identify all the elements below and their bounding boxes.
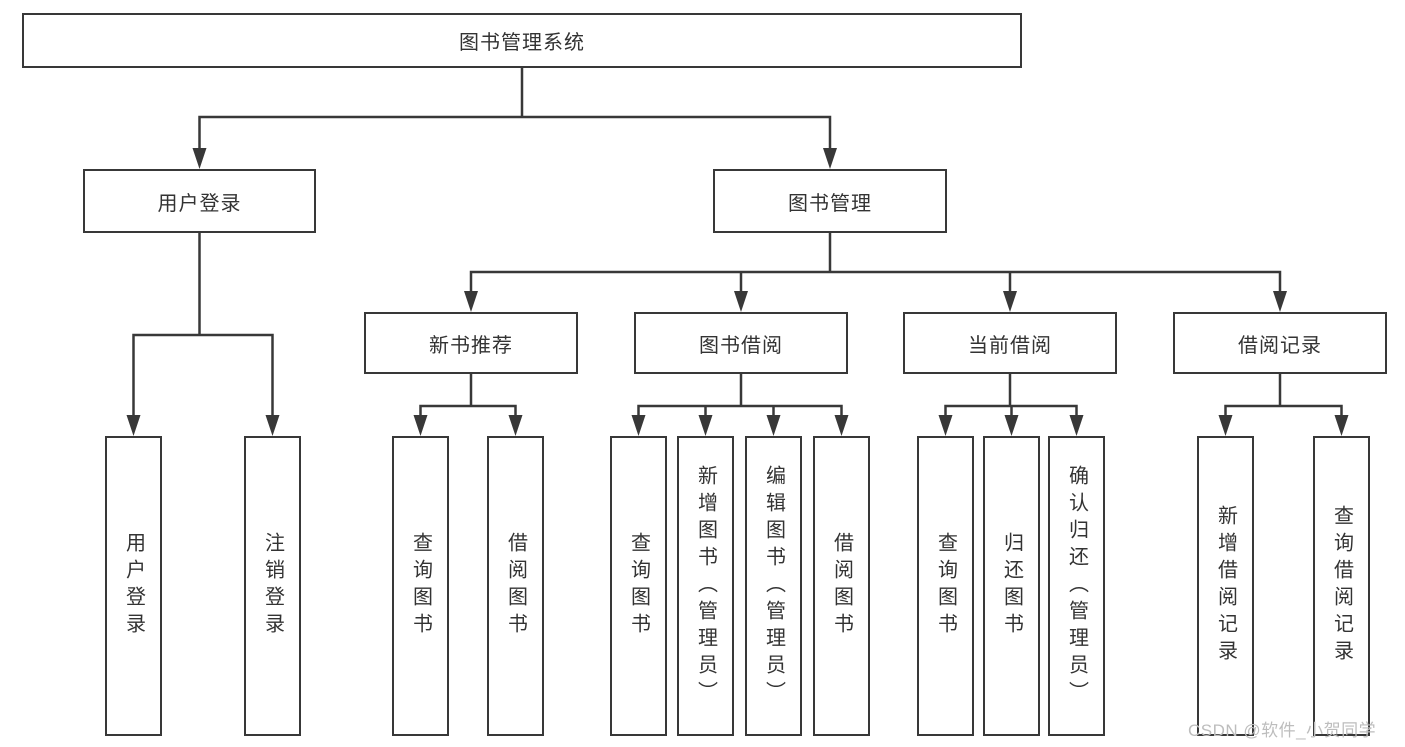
leaf-logout: 注销登录 <box>244 436 301 736</box>
node-borrow-records: 借阅记录 <box>1173 312 1387 374</box>
leaf-label: 新增图书（管理员） <box>694 464 717 708</box>
leaf-query-borrow-record: 查询借阅记录 <box>1313 436 1370 736</box>
leaf-label: 查询图书 <box>627 532 650 640</box>
node-user-login: 用户登录 <box>83 169 316 233</box>
leaf-label: 查询图书 <box>934 532 957 640</box>
leaf-label: 借阅图书 <box>504 532 527 640</box>
leaf-label: 查询借阅记录 <box>1330 505 1353 667</box>
leaf-query-books-current: 查询图书 <box>917 436 974 736</box>
connector-root-to-level1 <box>198 66 832 152</box>
leaf-label: 查询图书 <box>409 532 432 640</box>
leaf-add-borrow-record: 新增借阅记录 <box>1197 436 1254 736</box>
leaf-label: 归还图书 <box>1000 532 1023 640</box>
leaf-label: 借阅图书 <box>830 532 853 640</box>
leaf-borrow-books-recommend: 借阅图书 <box>487 436 544 736</box>
leaf-label: 新增借阅记录 <box>1214 505 1237 667</box>
connector-current-borrow-to-leaves <box>944 372 1078 419</box>
connector-book-management-to-level2 <box>469 231 1282 295</box>
node-book-borrow: 图书借阅 <box>634 312 848 374</box>
node-book-management: 图书管理 <box>713 169 947 233</box>
connector-borrow-records-to-leaves <box>1224 372 1343 419</box>
csdn-watermark: CSDN @软件_小贺同学 <box>1188 721 1377 740</box>
connector-user-login-to-leaves <box>132 231 274 419</box>
node-library-management-system: 图书管理系统 <box>22 13 1022 68</box>
leaf-label: 用户登录 <box>122 532 145 640</box>
connector-new-book-to-leaves <box>419 372 517 419</box>
leaf-label: 注销登录 <box>261 532 284 640</box>
leaf-label: 确认归还（管理员） <box>1065 464 1088 708</box>
leaf-user-login: 用户登录 <box>105 436 162 736</box>
leaf-edit-books-admin: 编辑图书（管理员） <box>745 436 802 736</box>
node-new-book-recommend: 新书推荐 <box>364 312 578 374</box>
leaf-query-books-recommend: 查询图书 <box>392 436 449 736</box>
leaf-query-books-borrow: 查询图书 <box>610 436 667 736</box>
node-current-borrow: 当前借阅 <box>903 312 1117 374</box>
leaf-add-books-admin: 新增图书（管理员） <box>677 436 734 736</box>
connector-book-borrow-to-leaves <box>637 372 843 419</box>
leaf-return-books: 归还图书 <box>983 436 1040 736</box>
leaf-label: 编辑图书（管理员） <box>762 464 785 708</box>
leaf-borrow-books: 借阅图书 <box>813 436 870 736</box>
leaf-confirm-return-admin: 确认归还（管理员） <box>1048 436 1105 736</box>
